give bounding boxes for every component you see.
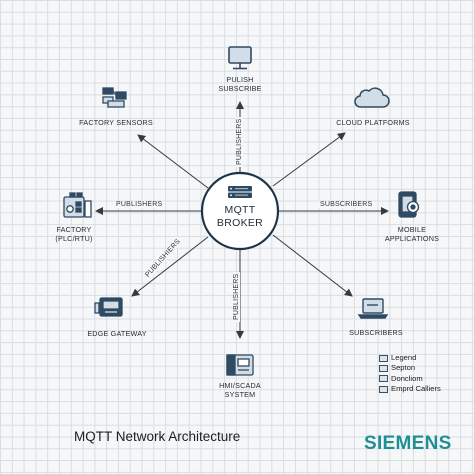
factory-plc-icon	[63, 192, 92, 218]
factory-sensors-label[interactable]: FACTORY SENSORS	[79, 118, 153, 127]
diagram-title: MQTT Network Architecture	[74, 429, 241, 444]
edge-gateway-line1: EDGE GATEWAY	[87, 329, 147, 338]
legend-swatch-icon	[379, 385, 388, 393]
broker-label-line1: MQTT	[224, 204, 256, 216]
legend: Legend Septon Doncliom Emprd Calliers	[379, 353, 441, 395]
cloud-platforms-line1: CLOUD PLATFORMS	[336, 118, 410, 127]
factory-plc-label[interactable]: FACTORY (PLC/RTU)	[55, 225, 92, 243]
edge-label-bottom: PUBLISHERS	[233, 271, 240, 322]
legend-text: Doncliom	[391, 373, 423, 383]
legend-row: Emprd Calliers	[379, 384, 441, 394]
hmi-terminal-icon	[226, 354, 254, 376]
cloud-icon	[354, 87, 390, 108]
factory-sensors-line1: FACTORY SENSORS	[79, 118, 153, 127]
legend-text: Legend	[391, 353, 417, 362]
laptop-icon	[357, 298, 389, 319]
legend-row: Legend	[379, 353, 441, 363]
monitor-icon	[228, 46, 252, 70]
edge-to-factory-sensors	[137, 134, 209, 189]
publish-subscribe-line1: PULISH	[226, 75, 254, 84]
connections	[95, 101, 389, 339]
legend-swatch-icon	[379, 365, 388, 373]
mobile-applications-line1: MOBILE	[397, 225, 427, 234]
server-icon	[228, 186, 252, 198]
hmi-scada-line1: HMI/SCADA	[219, 381, 261, 390]
legend-row: Septon	[379, 363, 441, 373]
edge-label-top: PUBLISHERS	[236, 116, 243, 167]
legend-row: Doncliom	[379, 374, 441, 384]
edge-label-right: SUBSCRIBERS	[318, 201, 375, 208]
factory-plc-line2: (PLC/RTU)	[55, 234, 93, 243]
gateway-icon	[94, 297, 123, 317]
mobile-applications-label[interactable]: MOBILE APPLICATIONS	[385, 225, 439, 243]
edge-gateway-label[interactable]: EDGE GATEWAY	[87, 329, 146, 338]
edge-label-left: PUBLISHERS	[114, 201, 165, 208]
legend-swatch-icon	[379, 354, 388, 362]
cloud-platforms-label[interactable]: CLOUD PLATFORMS	[336, 118, 410, 127]
edge-to-subscribers	[272, 234, 353, 297]
mqtt-broker[interactable]	[200, 171, 280, 251]
legend-swatch-icon	[379, 375, 388, 383]
legend-text: Septon	[391, 363, 416, 373]
edge-to-edge-gateway	[131, 236, 209, 297]
hmi-scada-line2: SYSTEM	[224, 390, 256, 399]
brand-logo: SIEMENS	[364, 433, 452, 454]
mobile-gear-icon	[398, 191, 420, 218]
sensor-network-icon	[102, 87, 127, 108]
hmi-scada-label[interactable]: HMI/SCADA SYSTEM	[219, 381, 261, 399]
factory-plc-line1: FACTORY	[56, 225, 92, 234]
publish-subscribe-line2: SUBSCRIBE	[218, 84, 262, 93]
subscribers-label[interactable]: SUBSCRIBERS	[349, 328, 403, 337]
mobile-applications-line2: APPLICATIONS	[384, 234, 440, 243]
edge-to-cloud-platforms	[272, 132, 346, 187]
publish-subscribe-label[interactable]: PULISH SUBSCRIBE	[218, 75, 261, 93]
subscribers-line1: SUBSCRIBERS	[349, 328, 403, 337]
broker-label-line2: BROKER	[216, 217, 264, 229]
legend-text: Emprd Calliers	[391, 384, 441, 394]
